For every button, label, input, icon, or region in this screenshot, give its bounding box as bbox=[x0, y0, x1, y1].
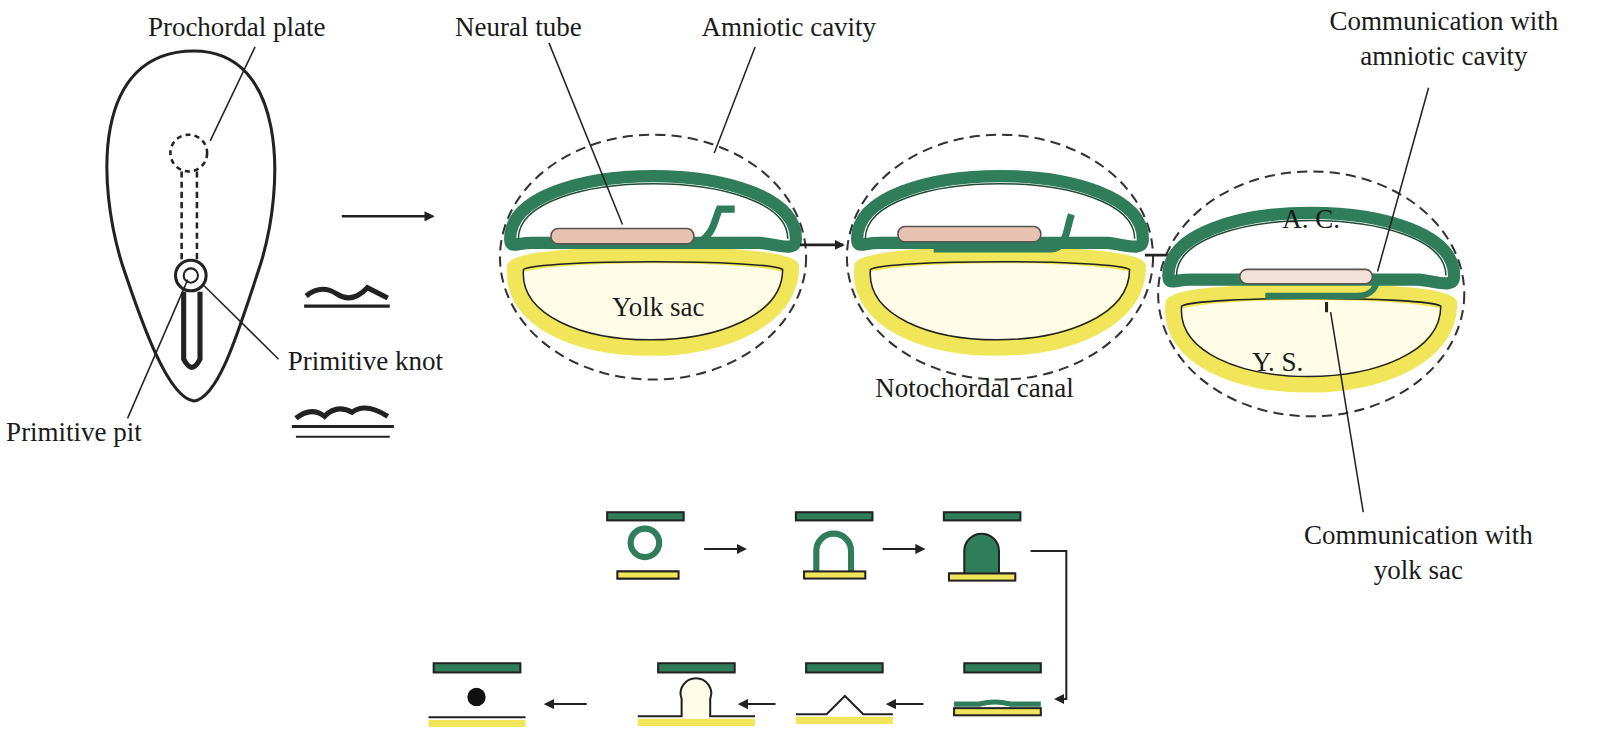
part-label: A. C. bbox=[1282, 202, 1340, 237]
part-label: Primitive pit bbox=[6, 415, 142, 450]
part-label: Primitive knot bbox=[288, 344, 443, 379]
part-label: Prochordal plate bbox=[148, 10, 326, 45]
part-label: Notochordal canal bbox=[875, 371, 1074, 406]
part-label: Neural tube bbox=[455, 10, 582, 45]
part-label: Yolk sac bbox=[612, 290, 705, 325]
part-label: Amniotic cavity bbox=[701, 10, 876, 45]
part-label: Y. S. bbox=[1252, 345, 1303, 380]
part-label: Communication with amniotic cavity bbox=[1306, 4, 1582, 74]
part-label: Communication with yolk sac bbox=[1281, 518, 1557, 588]
